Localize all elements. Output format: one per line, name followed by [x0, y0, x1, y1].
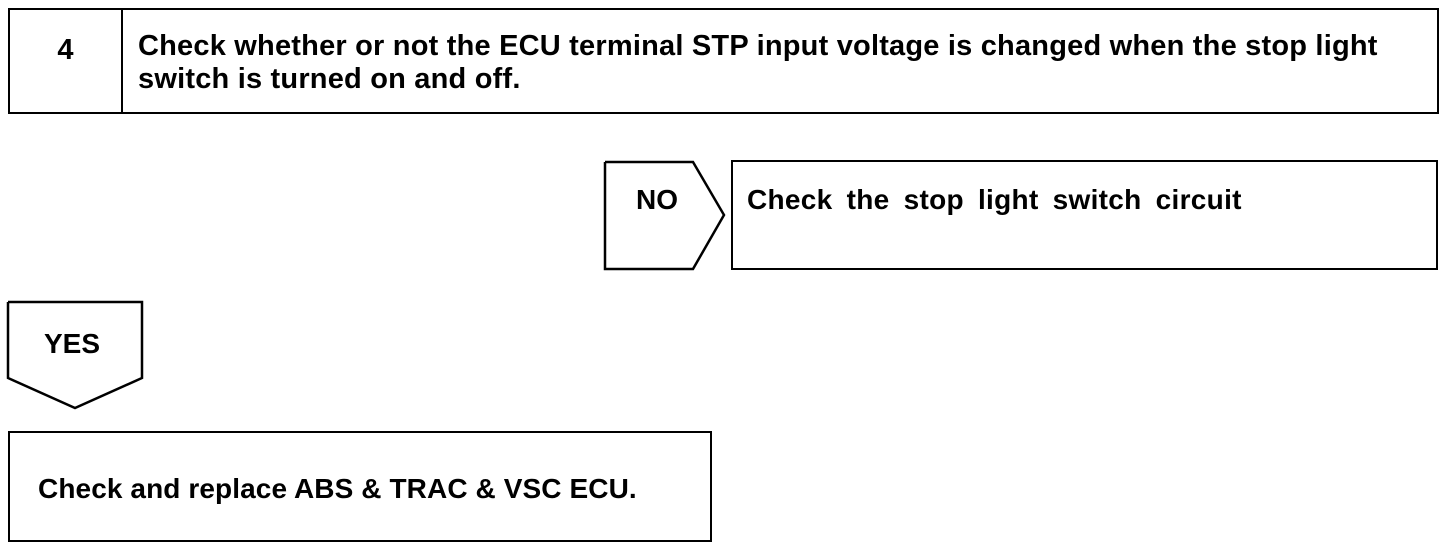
step-header-box: 4 Check whether or not the ECU terminal …: [8, 8, 1439, 114]
yes-result-text: Check and replace ABS & TRAC & VSC ECU.: [38, 473, 637, 504]
step-number: 4: [10, 10, 123, 112]
no-branch-label: NO: [636, 184, 678, 215]
no-result-box: Check the stop light switch circuit: [731, 160, 1438, 270]
no-result-text: Check the stop light switch circuit: [747, 184, 1242, 215]
no-branch-arrow: [603, 160, 726, 271]
yes-result-box: Check and replace ABS & TRAC & VSC ECU.: [8, 431, 712, 542]
yes-branch-arrow: [6, 300, 144, 410]
yes-branch-label: YES: [44, 328, 101, 359]
step-instruction: Check whether or not the ECU terminal ST…: [138, 30, 1378, 95]
